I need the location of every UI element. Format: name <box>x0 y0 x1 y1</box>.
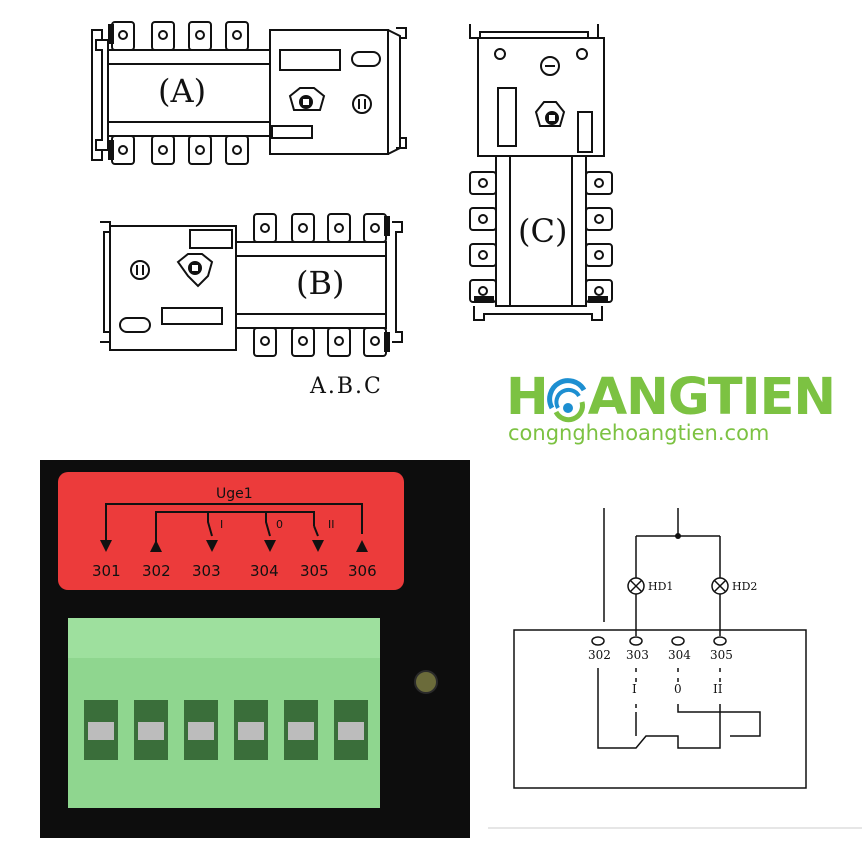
terminal-label-title: Uge1 <box>216 486 253 502</box>
wiring-terminal-305: 305 <box>710 648 733 662</box>
terminal-number-306: 306 <box>348 562 377 580</box>
wifi-o-icon <box>546 378 588 423</box>
label-position-i: I <box>220 518 224 531</box>
diagram-c-label: (C) <box>518 212 568 250</box>
diagram-a-label: (A) <box>158 72 207 110</box>
lamp-label-hd2: HD2 <box>732 580 758 593</box>
brand-name-prefix: H <box>506 368 549 427</box>
diagram-caption: A.B.C <box>310 374 383 399</box>
brand-name-rest: ANGTIEN <box>587 368 836 427</box>
terminal-number-305: 305 <box>300 562 329 580</box>
terminal-number-303: 303 <box>192 562 221 580</box>
wiring-terminal-303: 303 <box>626 648 649 662</box>
wiring-terminal-302: 302 <box>588 648 611 662</box>
brand-url: congnghehoangtien.com <box>508 421 770 445</box>
wiring-position-i: I <box>632 682 637 696</box>
brand-logo: H ANGTIEN <box>506 372 836 423</box>
label-position-0: 0 <box>276 518 283 531</box>
terminal-photo: Uge1 I 0 II 301 302 303 304 305 306 <box>40 460 470 838</box>
terminal-number-304: 304 <box>250 562 279 580</box>
wiring-terminal-304: 304 <box>668 648 691 662</box>
terminal-number-302: 302 <box>142 562 171 580</box>
diagram-b-label: (B) <box>296 264 345 302</box>
label-position-ii: II <box>328 518 335 531</box>
wiring-position-ii: II <box>713 682 723 696</box>
lamp-label-hd1: HD1 <box>648 580 674 593</box>
wiring-position-0: 0 <box>674 682 682 696</box>
terminal-label <box>58 472 438 808</box>
terminal-number-301: 301 <box>92 562 121 580</box>
